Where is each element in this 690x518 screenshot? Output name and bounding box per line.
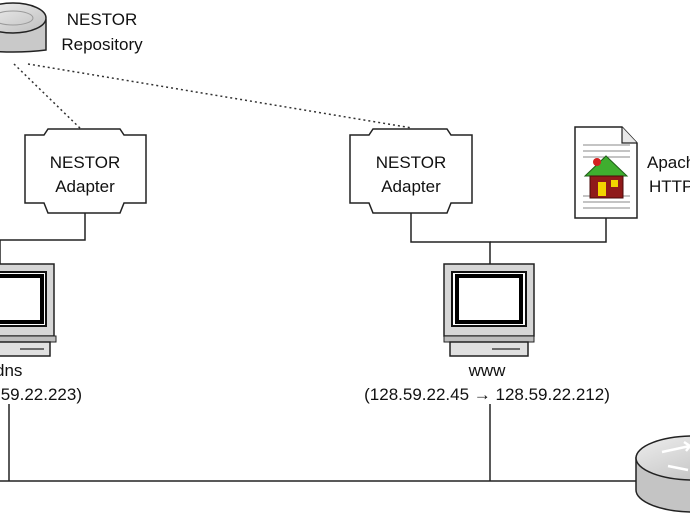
repository-label-line2: Repository [61, 35, 143, 54]
host-left-name: dns [0, 361, 22, 380]
adapter-left-connector [0, 213, 86, 241]
adapter-right-connector [410, 213, 491, 264]
adapter-left-line2: Adapter [55, 177, 115, 196]
server-doc-line1: Apache [647, 153, 690, 172]
document-connector [490, 218, 607, 243]
house-icon [583, 155, 629, 199]
adapter-left: NESTOR Adapter [24, 128, 147, 214]
repository-label-line1: NESTOR [67, 10, 138, 29]
repo-link-right [27, 63, 413, 129]
adapter-left-line1: NESTOR [50, 153, 121, 172]
host-left-address: (128.59.22.223) [0, 385, 82, 404]
adapter-right-line2: Adapter [381, 177, 441, 196]
adapter-right-line1: NESTOR [376, 153, 447, 172]
computer-right-icon [443, 263, 535, 357]
repo-link-left [13, 63, 85, 133]
repository-database-icon [0, 2, 47, 53]
host-right-name: www [468, 361, 507, 380]
host-right-address: (128.59.22.45 → 128.59.22.212) [364, 385, 610, 404]
computer-left-icon [0, 263, 57, 357]
adapter-right: NESTOR Adapter [349, 128, 473, 214]
document-icon [574, 126, 638, 219]
router-icon [635, 435, 690, 513]
server-doc-line2: HTTP [649, 177, 690, 196]
